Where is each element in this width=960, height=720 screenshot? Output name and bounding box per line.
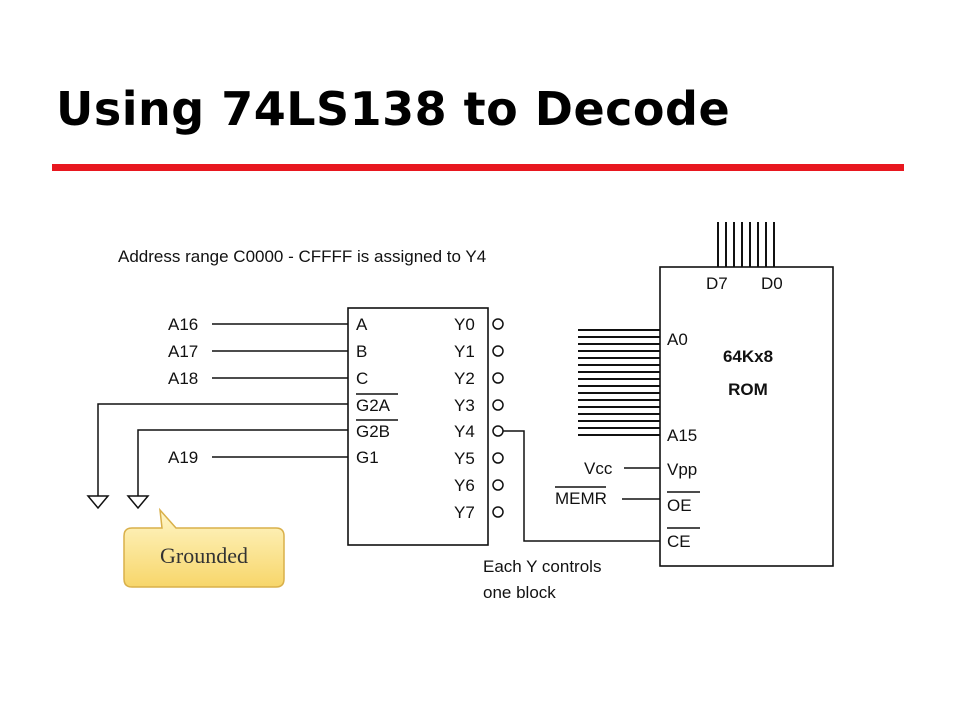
output-y5-bubble xyxy=(492,452,504,464)
rom-data-bus xyxy=(717,222,775,267)
address-range-caption: Address range C0000 - CFFFF is assigned … xyxy=(118,247,486,266)
output-y0-bubble xyxy=(492,318,504,330)
output-y5-label: Y5 xyxy=(454,449,475,468)
wire-g2b-ground xyxy=(137,429,348,496)
rom-oe-label: OE xyxy=(667,496,692,515)
rom-data-msb-label: D7 xyxy=(706,274,728,293)
note-line-2: one block xyxy=(483,583,556,602)
output-y2-label: Y2 xyxy=(454,369,475,388)
rom-address-bus xyxy=(578,329,660,436)
output-y2-bubble xyxy=(492,372,504,384)
title-divider xyxy=(52,164,904,171)
slide-title: Using 74LS138 to Decode xyxy=(56,82,731,136)
pin-c-label: C xyxy=(356,369,368,388)
pin-g1-label: G1 xyxy=(356,448,379,467)
signal-a19-label: A19 xyxy=(168,448,198,467)
signal-a16-label: A16 xyxy=(168,315,198,334)
ground-symbol-g2b xyxy=(126,495,150,510)
output-y1-label: Y1 xyxy=(454,342,475,361)
pin-g2a-label: G2A xyxy=(356,396,391,415)
output-y4-bubble xyxy=(492,425,504,437)
rom-data-lsb-label: D0 xyxy=(761,274,783,293)
rom-addr-a15-label: A15 xyxy=(667,426,697,445)
output-y3-bubble xyxy=(492,399,504,411)
wire-g2a-ground xyxy=(97,403,348,496)
output-y6-label: Y6 xyxy=(454,476,475,495)
output-y4-label: Y4 xyxy=(454,422,475,441)
output-y1-bubble xyxy=(492,345,504,357)
output-y0-label: Y0 xyxy=(454,315,475,334)
rom-addr-a0-label: A0 xyxy=(667,330,688,349)
callout-label: Grounded xyxy=(160,543,248,568)
pin-a-label: A xyxy=(356,315,368,334)
note-line-1: Each Y controls xyxy=(483,557,601,576)
rom-chip xyxy=(659,266,834,567)
ground-symbol-g2a xyxy=(86,495,110,510)
signal-a17-label: A17 xyxy=(168,342,198,361)
rom-vpp-label: Vpp xyxy=(667,460,697,479)
rom-type-label: ROM xyxy=(728,380,768,399)
output-y3-label: Y3 xyxy=(454,396,475,415)
wire-y4-to-ce xyxy=(503,430,660,542)
memr-label: MEMR xyxy=(555,489,607,508)
output-y7-bubble xyxy=(492,506,504,518)
rom-size-label: 64Kx8 xyxy=(723,347,773,366)
grounded-callout: Grounded xyxy=(123,507,285,588)
rom-ce-label: CE xyxy=(667,532,691,551)
pin-b-label: B xyxy=(356,342,367,361)
pin-g2b-label: G2B xyxy=(356,422,390,441)
output-y7-label: Y7 xyxy=(454,503,475,522)
signal-a18-label: A18 xyxy=(168,369,198,388)
vcc-label: Vcc xyxy=(584,459,613,478)
decoder-chip-74ls138 xyxy=(347,307,489,546)
output-y6-bubble xyxy=(492,479,504,491)
